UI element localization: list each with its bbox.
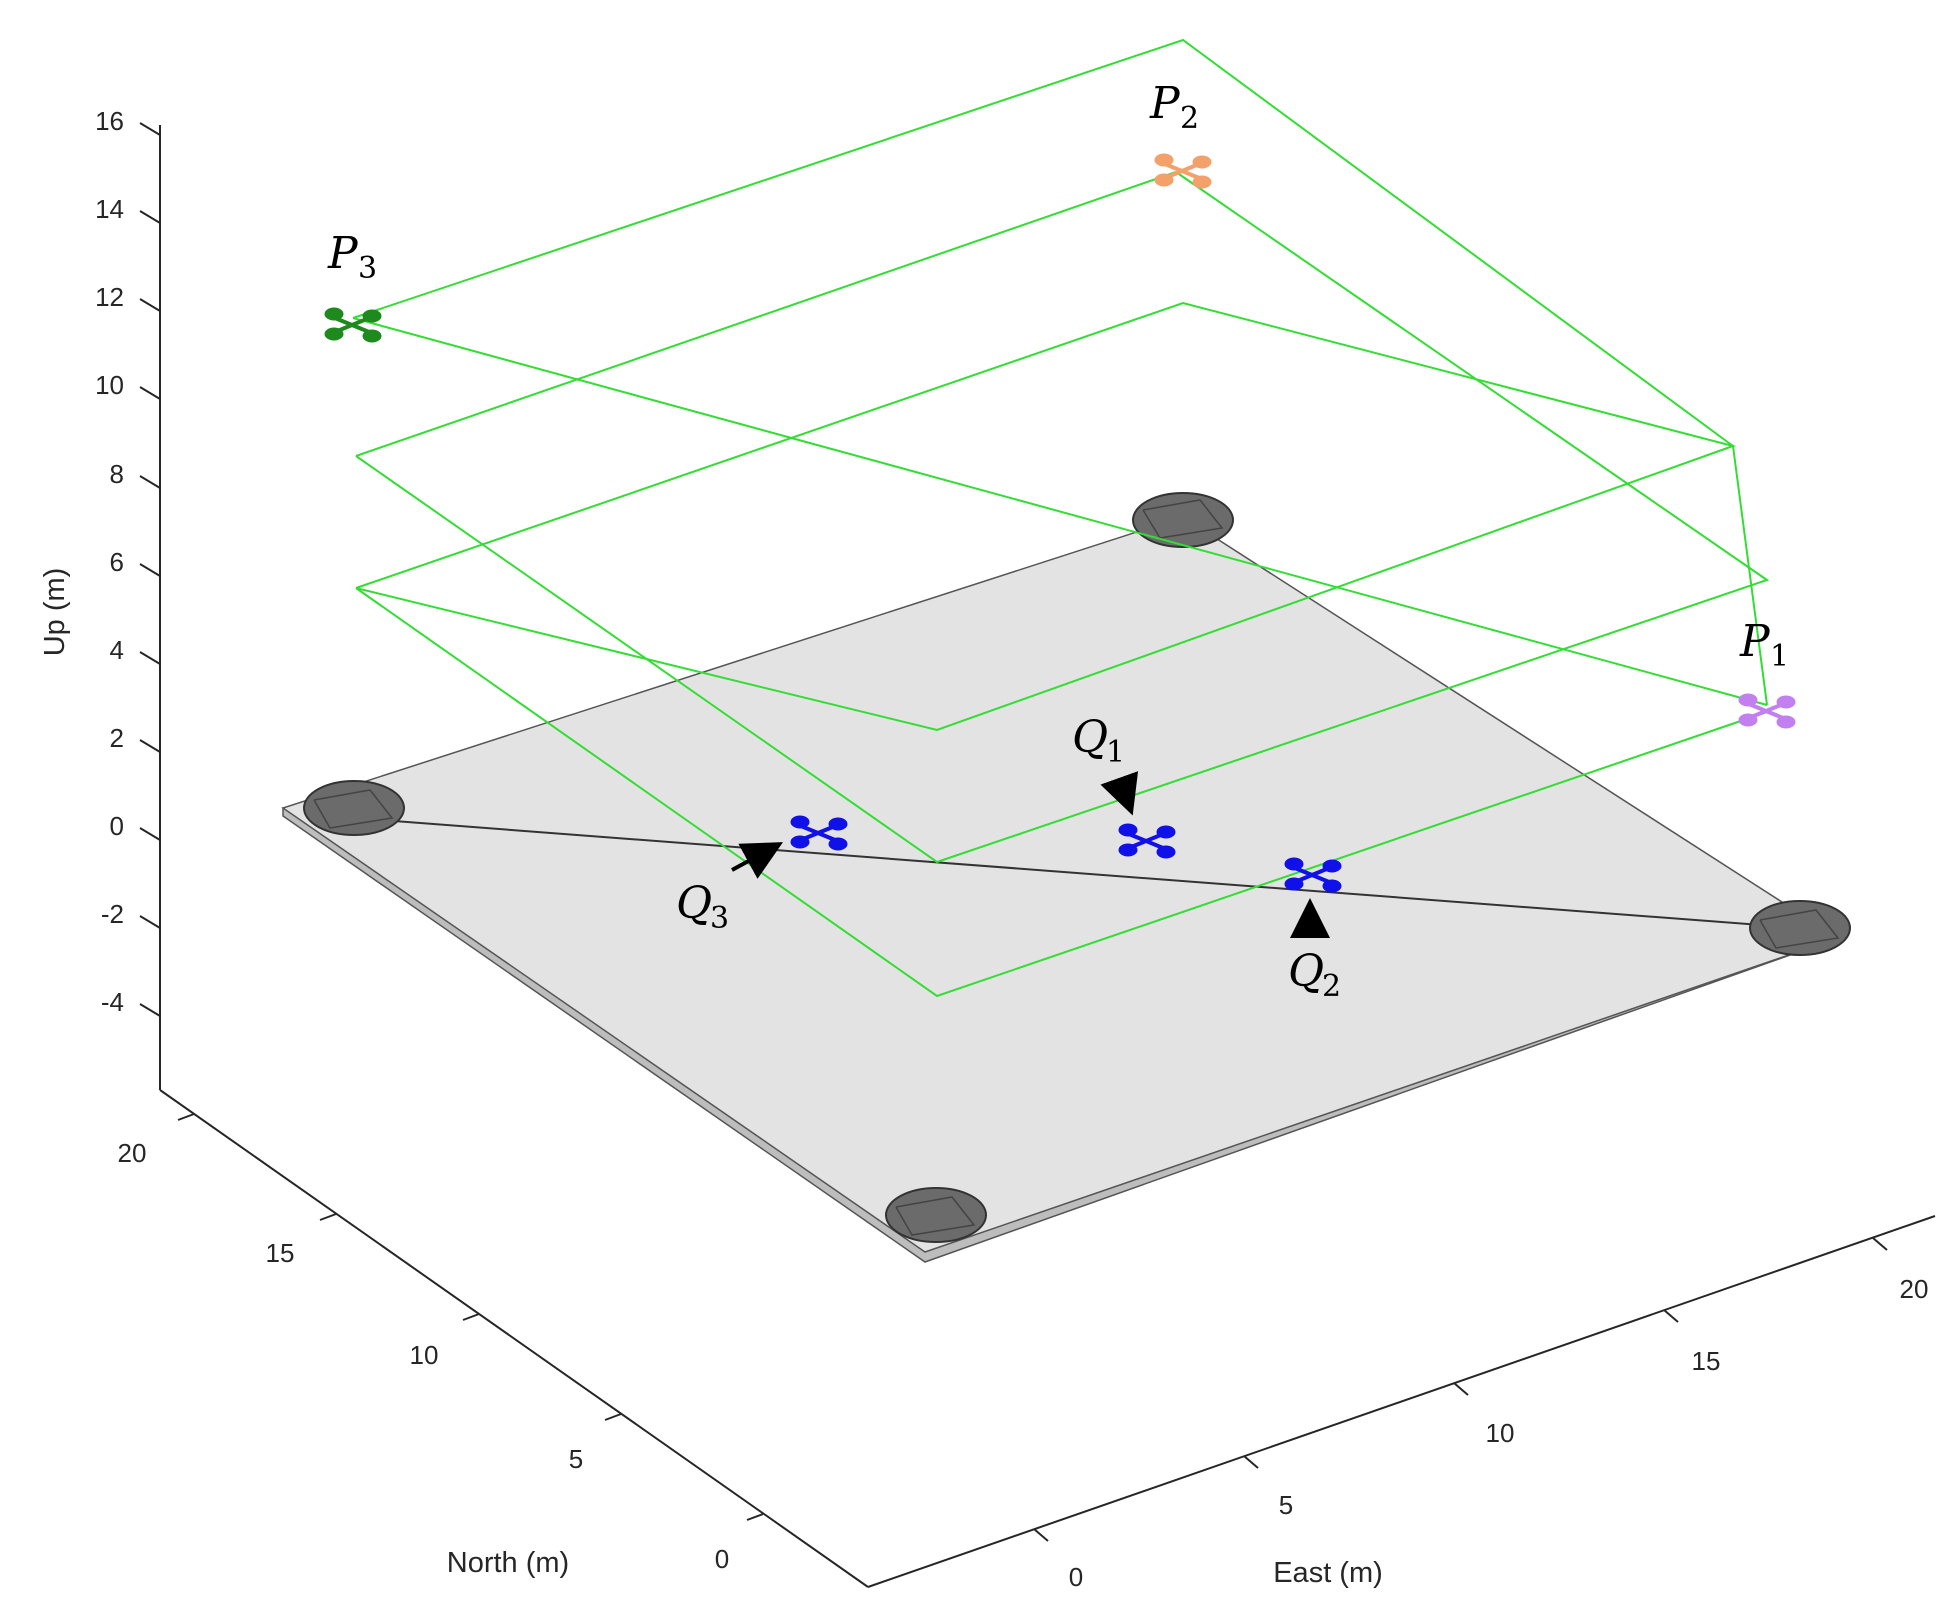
- svg-text:3: 3: [358, 251, 377, 286]
- up-tick-minus4: -4: [101, 987, 124, 1017]
- east-ticks: [1033, 1237, 1888, 1542]
- up-tick-labels: 16 14 12 10 8 6 4 2 0 -2 -4: [95, 106, 124, 1017]
- north-tick-10: 10: [410, 1340, 439, 1370]
- up-tick-14: 14: [95, 194, 124, 224]
- up-axis-label: Up (m): [39, 568, 71, 657]
- label-q2: Q 2: [1288, 946, 1341, 1004]
- path-bottom: [355, 587, 1768, 998]
- svg-text:Q: Q: [1072, 712, 1108, 763]
- svg-text:3: 3: [710, 901, 729, 936]
- svg-text:Q: Q: [676, 878, 712, 929]
- label-q3: Q 3: [676, 878, 729, 936]
- svg-text:P: P: [1739, 616, 1771, 667]
- drone-q2: [1284, 857, 1342, 893]
- axes: [159, 125, 1936, 1588]
- svg-text:Q: Q: [1288, 946, 1324, 997]
- east-tick-labels: 0 5 10 15 20: [1069, 1274, 1929, 1592]
- east-axis-line: [867, 1215, 1936, 1588]
- path-middle-left: [355, 171, 1177, 457]
- landing-pad-north: [1132, 492, 1234, 548]
- up-tick-10: 10: [95, 370, 124, 400]
- north-tick-labels: 20 15 10 5 0: [118, 1138, 730, 1574]
- up-tick-8: 8: [110, 459, 124, 489]
- platform-top: [281, 516, 1840, 1253]
- up-tick-6: 6: [110, 547, 124, 577]
- up-tick-2: 2: [110, 723, 124, 753]
- label-p1: P 1: [1739, 616, 1789, 674]
- svg-text:1: 1: [1770, 639, 1789, 674]
- up-tick-4: 4: [110, 635, 124, 665]
- svg-text:2: 2: [1322, 969, 1341, 1004]
- up-tick-0: 0: [110, 811, 124, 841]
- north-axis-line: [159, 1089, 869, 1588]
- up-tick-12: 12: [95, 282, 124, 312]
- east-tick-5: 5: [1279, 1490, 1293, 1520]
- drone-p2: [1154, 153, 1212, 189]
- east-tick-15: 15: [1692, 1346, 1721, 1376]
- platform: [281, 492, 1851, 1263]
- svg-text:2: 2: [1180, 101, 1199, 136]
- svg-text:P: P: [1149, 78, 1181, 129]
- drone-p1: [1738, 693, 1796, 729]
- north-tick-0: 0: [715, 1544, 729, 1574]
- north-ticks: [177, 1113, 764, 1521]
- drone-q3: [790, 815, 848, 851]
- path-top: [352, 38, 1768, 706]
- svg-text:1: 1: [1106, 735, 1125, 770]
- arrows: [731, 771, 1330, 938]
- landing-pad-south: [885, 1187, 987, 1243]
- up-ticks: [139, 122, 161, 1017]
- path-top-inner: [352, 317, 1768, 706]
- drone-p3: [324, 307, 382, 343]
- north-tick-20: 20: [118, 1138, 147, 1168]
- east-tick-20: 20: [1900, 1274, 1929, 1304]
- up-tick-16: 16: [95, 106, 124, 136]
- label-p3: P 3: [327, 228, 377, 286]
- drone-q1: [1118, 823, 1176, 859]
- north-tick-15: 15: [266, 1238, 295, 1268]
- label-q1: Q 1: [1072, 712, 1125, 770]
- platform-diagonal: [353, 817, 1801, 929]
- north-tick-5: 5: [569, 1444, 583, 1474]
- arrow-q1: [1100, 771, 1139, 816]
- landing-pad-west: [303, 780, 405, 836]
- up-tick-minus2: -2: [101, 899, 124, 929]
- path-lower: [355, 301, 1737, 732]
- east-tick-10: 10: [1486, 1418, 1515, 1448]
- arrow-q3: [731, 842, 784, 879]
- east-tick-0: 0: [1069, 1562, 1083, 1592]
- label-p2: P 2: [1149, 78, 1199, 136]
- flight-paths: [352, 38, 1770, 998]
- landing-pad-east: [1749, 900, 1851, 956]
- east-axis-label: East (m): [1273, 1557, 1383, 1589]
- north-axis-label: North (m): [447, 1547, 569, 1579]
- svg-text:P: P: [327, 228, 359, 279]
